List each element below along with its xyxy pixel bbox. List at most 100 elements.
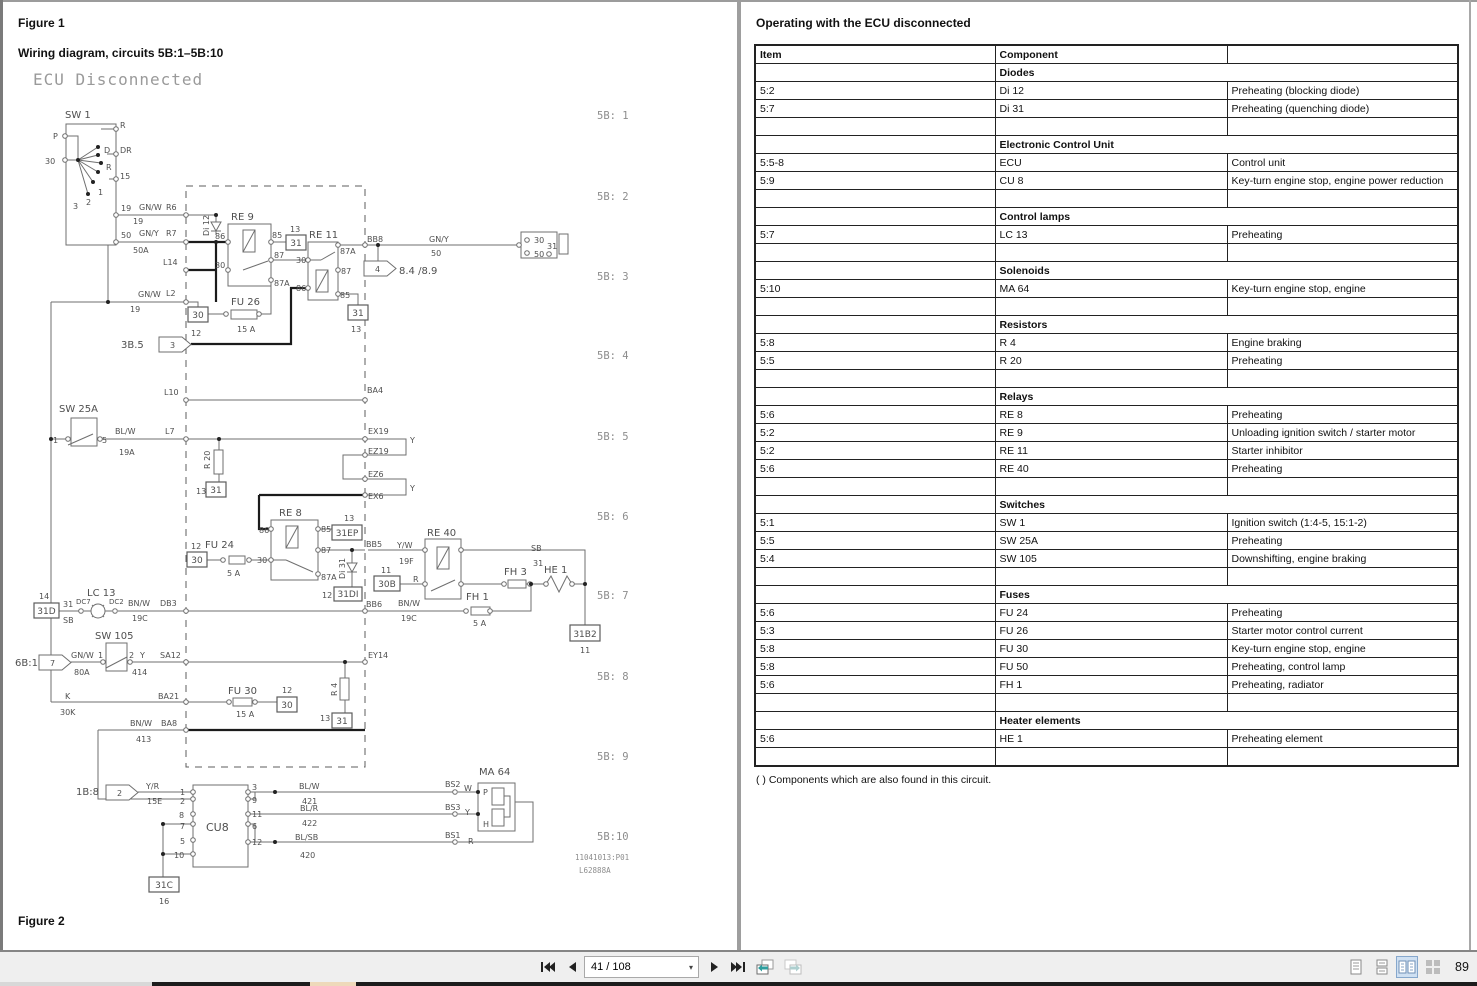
wire [77, 154, 99, 161]
table-cell: Downshifting, engine braking [1226, 549, 1459, 568]
diagram-label: 50A [133, 246, 149, 255]
diagram-label: 6B:1 [15, 658, 38, 669]
terminal [113, 151, 119, 157]
diagram-label: 13 [351, 325, 361, 334]
diagram-label: R [106, 163, 112, 172]
last-page-button[interactable] [728, 957, 748, 977]
component-box [507, 579, 527, 589]
diagram-label: 31 [547, 242, 557, 251]
table-cell: Preheating (blocking diode) [1226, 81, 1459, 100]
table-cell [754, 495, 996, 514]
table-cell: FU 24 [994, 603, 1228, 622]
layout-single-page-button[interactable] [1345, 956, 1367, 978]
table-cell: RE 8 [994, 405, 1228, 424]
table-cell: Preheating (quenching diode) [1226, 99, 1459, 118]
table-cell: R 20 [994, 351, 1228, 370]
lamp-symbol [90, 603, 106, 619]
wire [436, 546, 450, 570]
table-cell [754, 243, 996, 262]
layout-continuous-button[interactable] [1371, 956, 1393, 978]
next-page-button[interactable] [705, 957, 725, 977]
diagram-label: 7 [180, 822, 185, 831]
page-number-input[interactable] [585, 961, 684, 973]
circuit-reference-arrow [363, 260, 397, 277]
diagram-label: 30 [534, 236, 544, 245]
table-cell: 5:8 [754, 333, 996, 352]
page-number-combobox[interactable]: ▾ [584, 956, 699, 978]
terminal [452, 811, 458, 817]
junction-dot [583, 582, 587, 586]
ground-ref-box [347, 304, 369, 321]
window-right-border [1469, 0, 1471, 952]
wire [365, 438, 407, 456]
table-cell: Di 12 [994, 81, 1228, 100]
component-box [491, 808, 505, 827]
diagram-label: 19 [133, 217, 143, 226]
diagram-label: 16 [159, 897, 169, 906]
wiring-diagram: 43723131303131EP3031DI30B31B231D303131CS… [15, 110, 629, 906]
ground-ref-label: 30B [378, 580, 396, 590]
page-dropdown-arrow[interactable]: ▾ [688, 962, 693, 972]
wire [285, 525, 299, 549]
diagram-label: 1B:8 [76, 787, 99, 798]
layout-two-page-button[interactable] [1396, 956, 1418, 978]
table-cell: Diodes [994, 63, 1459, 82]
diagram-label: 11041013:P01 [575, 853, 629, 862]
table-cell [754, 369, 996, 388]
junction-dot [76, 158, 80, 162]
table-cell: ECU [994, 153, 1228, 172]
junction-dot [214, 240, 218, 244]
ground-ref-label: 30 [192, 311, 204, 321]
component-box [230, 309, 258, 320]
wire [186, 301, 199, 307]
diagram-label: SB [531, 544, 542, 553]
diagram-label: 85 [272, 231, 282, 240]
table-cell [754, 585, 996, 604]
diagram-label: 19C [401, 614, 417, 623]
diagram-label: Y/R [145, 782, 160, 791]
diagram-label: 85 [321, 525, 331, 534]
wire [342, 454, 365, 480]
diagram-label: 30 [296, 256, 306, 265]
table-cell [754, 747, 996, 767]
terminal [190, 821, 196, 827]
table-row: Heater elements [754, 711, 1459, 730]
diagram-label: R 4 [330, 683, 339, 696]
first-page-button[interactable] [538, 957, 558, 977]
table-cell: Starter inhibitor [1226, 441, 1459, 460]
diagram-label: 5 [180, 837, 185, 846]
diagram-label: L10 [164, 388, 179, 397]
next-view-button[interactable] [781, 957, 805, 977]
table-cell [1226, 369, 1459, 388]
table-row [754, 369, 1459, 388]
diode-symbol [346, 562, 358, 574]
terminal [569, 581, 575, 587]
table-row [754, 747, 1459, 767]
diagram-label: P [53, 132, 58, 141]
diagram-label: 87 [274, 251, 284, 260]
layout-two-page-continuous-button[interactable] [1422, 956, 1444, 978]
junction-dot [99, 161, 103, 165]
diagram-label: 87 [321, 546, 331, 555]
figure2-label: Figure 2 [18, 914, 65, 928]
diagram-label: 5B: 1 [597, 110, 629, 122]
diagram-label: 11 [381, 566, 391, 575]
previous-page-button[interactable] [562, 957, 582, 977]
terminal [245, 839, 251, 845]
ground-ref-box [333, 586, 363, 602]
previous-view-button[interactable] [753, 957, 777, 977]
diagram-label: SW 1 [65, 110, 91, 121]
table-cell [754, 117, 996, 136]
diagram-label: 5B: 7 [597, 590, 629, 602]
table-footnote: ( ) Components which are also found in t… [756, 774, 992, 786]
ground-ref-box [187, 306, 209, 323]
diagram-label: BB6 [366, 600, 382, 609]
diagram-label: SW 105 [95, 631, 134, 642]
table-cell [994, 747, 1228, 767]
ground-ref-label: 31D [37, 607, 55, 617]
diagram-label: DC7 [76, 598, 91, 606]
